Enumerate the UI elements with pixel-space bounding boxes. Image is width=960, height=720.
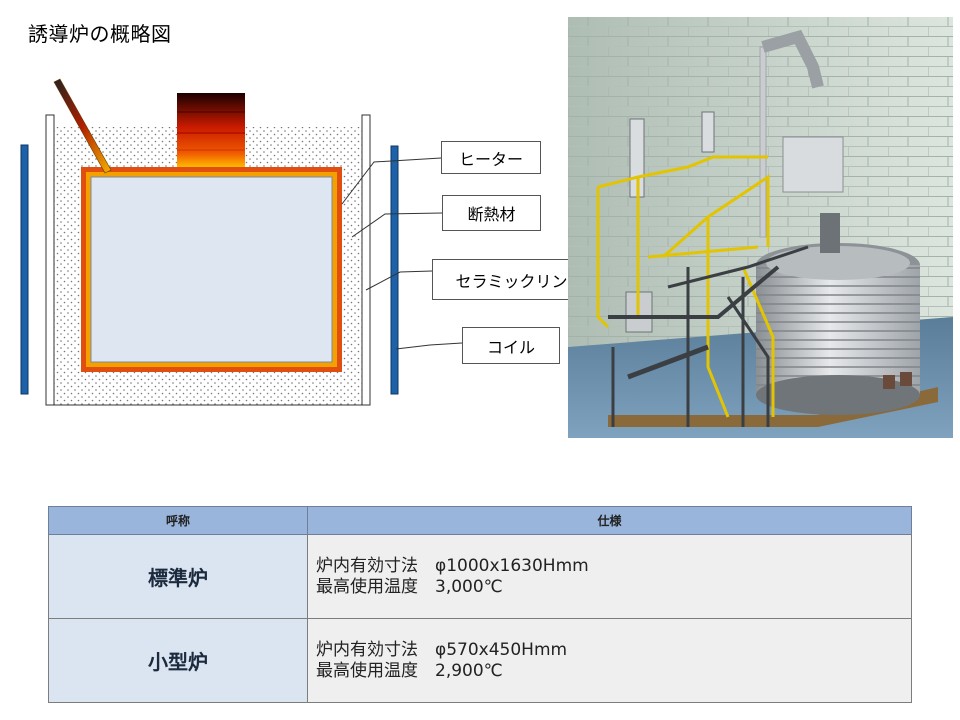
table-header-row: 呼称 仕様 xyxy=(48,506,912,535)
furnace-chamber xyxy=(90,176,333,363)
row-name: 標準炉 xyxy=(48,534,308,619)
coil-left xyxy=(20,144,29,395)
table-row: 標準炉 炉内有効寸法 φ1000x1630Hmm 最高使用温度 3,000℃ xyxy=(48,534,912,619)
ceramic-ring-left xyxy=(45,114,55,406)
row-name: 小型炉 xyxy=(48,618,308,703)
coil-right xyxy=(390,145,399,395)
page-title: 誘導炉の概略図 xyxy=(28,22,172,46)
top-heater-block xyxy=(177,93,245,168)
label-heater: ヒーター xyxy=(441,141,541,174)
header-name: 呼称 xyxy=(48,506,308,535)
row-spec: 炉内有効寸法 φ1000x1630Hmm 最高使用温度 3,000℃ xyxy=(307,534,912,619)
thermocouple-rod xyxy=(53,78,112,174)
spec-line: 炉内有効寸法 φ570x450Hmm xyxy=(316,639,568,660)
spec-line: 最高使用温度 2,900℃ xyxy=(316,660,503,681)
furnace-schematic xyxy=(20,78,463,406)
spec-line: 炉内有効寸法 φ1000x1630Hmm xyxy=(316,555,589,576)
table-row: 小型炉 炉内有効寸法 φ570x450Hmm 最高使用温度 2,900℃ xyxy=(48,618,912,703)
spec-line: 最高使用温度 3,000℃ xyxy=(316,576,503,597)
ceramic-ring-right xyxy=(361,114,371,406)
label-insulation: 断熱材 xyxy=(442,195,541,231)
row-spec: 炉内有効寸法 φ570x450Hmm 最高使用温度 2,900℃ xyxy=(307,618,912,703)
spec-table: 呼称 仕様 標準炉 炉内有効寸法 φ1000x1630Hmm 最高使用温度 3,… xyxy=(48,506,912,703)
label-coil: コイル xyxy=(462,327,560,364)
furnace-facility-image xyxy=(568,17,953,438)
header-spec: 仕様 xyxy=(307,506,912,535)
